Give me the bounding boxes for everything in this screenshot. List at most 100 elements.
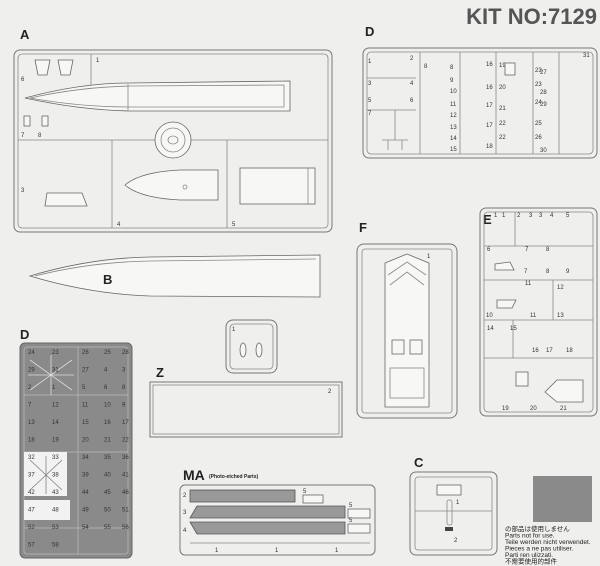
part-e3: 3 [529,213,533,219]
part-e8: 8 [546,247,550,253]
sprue-a: A 1 3 4 5 6 7 8 [13,27,333,233]
part-b-hull: B [28,254,321,298]
part-d27: 27 [540,70,547,76]
part-e8b: 8 [546,269,550,275]
part-d-gray-54: 54 [82,525,89,531]
part-d30: 30 [540,148,547,154]
part-d26: 26 [535,135,542,141]
part-d-gray-8: 8 [122,385,126,391]
part-d-gray-19: 19 [52,438,59,444]
sprue-c-label: C [414,455,424,470]
part-e10: 10 [486,313,493,319]
part-z: Z 2 [149,365,343,438]
sprue-d-gray-label: D [20,327,29,342]
part-e21: 21 [560,406,567,412]
part-d-gray-21: 21 [104,438,111,444]
part-e14: 14 [487,326,494,332]
part-z2: 2 [328,389,332,395]
part-d-gray-32: 32 [28,455,35,461]
part-e2: 2 [517,213,521,219]
part-d-gray-27: 27 [82,368,89,374]
part-d9: 9 [450,78,454,84]
part-a7: 7 [21,133,25,139]
part-e7b: 7 [524,269,528,275]
legend-line-it: Parti ren ulizzati. [505,552,553,559]
part-d-gray-5: 5 [82,385,86,391]
part-d-gray-25: 25 [104,350,111,356]
part-d24: 24 [535,100,542,106]
part-d8: 8 [424,64,428,70]
part-d-gray-20: 20 [82,438,89,444]
part-a4: 4 [117,222,121,228]
sprue-f: F 1 [356,220,458,419]
part-d21: 21 [499,106,506,112]
part-d-gray-24: 24 [28,350,35,356]
part-ma1a: 1 [215,548,219,554]
legend-line-de: Teile werden nicht verwendet. [505,539,591,546]
legend-line-en: Parts not for use. [505,533,555,540]
part-d-gray-45: 45 [104,490,111,496]
part-d7: 7 [368,111,372,117]
part-d22: 22 [499,121,506,127]
part-d-gray-48: 48 [52,508,59,514]
part-d-gray-35: 35 [104,455,111,461]
part-d12: 12 [450,113,457,119]
sprue-d-label: D [365,24,374,39]
part-d31: 31 [583,53,590,59]
part-ma5a: 5 [303,489,307,495]
part-d-gray-14: 14 [52,420,59,426]
part-d-gray-18: 18 [28,438,35,444]
part-a6: 6 [21,77,25,83]
part-e20: 20 [530,406,537,412]
part-d-gray-10: 10 [104,403,111,409]
part-d15: 15 [450,147,457,153]
part-d-gray-15: 15 [82,420,89,426]
part-a3: 3 [21,188,25,194]
part-d14: 14 [450,136,457,142]
part-d20: 20 [499,85,506,91]
part-d-gray-38: 38 [52,473,59,479]
legend-line-ja: の部品は使用しません [505,524,570,533]
sprue-d-clear: D 1 2 3 4 5 6 7 27 28 29 30 31 8 8 9 10 … [362,24,598,159]
part-small-1: 1 [232,327,236,333]
part-d-gray-39: 39 [82,473,89,479]
part-e9: 9 [566,269,570,275]
part-ma5b: 5 [349,503,353,509]
part-e12: 12 [557,285,564,291]
part-d8b: 8 [450,65,454,71]
part-d-gray-44: 44 [82,490,89,496]
part-d-gray-49: 49 [82,508,89,514]
part-d13: 13 [450,125,457,131]
part-d6: 6 [410,98,414,104]
part-c1: 1 [456,500,460,506]
part-e6: 6 [487,247,491,253]
legend-line-zh: 不需要使用的部件 [505,557,558,566]
part-e11: 11 [525,281,532,287]
part-d-gray-26: 26 [82,350,89,356]
part-d-gray-4: 4 [104,368,108,374]
part-e3b: 3 [539,213,543,219]
part-ma1b: 1 [275,548,279,554]
part-a5: 5 [232,222,236,228]
part-d-gray-43: 43 [52,490,59,496]
part-d-gray-3: 3 [122,368,126,374]
part-d-gray-40: 40 [104,473,111,479]
part-ma3: 3 [183,510,187,516]
part-d-gray-33: 33 [52,455,59,461]
part-d11: 11 [450,102,457,108]
part-d5: 5 [368,98,372,104]
sprue-small: 1 [225,319,278,374]
part-c2: 2 [454,538,458,544]
part-d-gray-58: 58 [52,543,59,549]
part-d-gray-16: 16 [104,420,111,426]
sprue-ma-sublabel: (Photo-etched Parts) [209,474,259,480]
part-e19: 19 [502,406,509,412]
part-e16: 16 [532,348,539,354]
part-d-gray-41: 41 [122,473,129,479]
part-d29: 29 [540,102,547,108]
part-d-gray-46: 46 [122,490,129,496]
part-b-label: B [103,272,112,287]
part-e13: 13 [557,313,564,319]
part-d25: 25 [535,121,542,127]
